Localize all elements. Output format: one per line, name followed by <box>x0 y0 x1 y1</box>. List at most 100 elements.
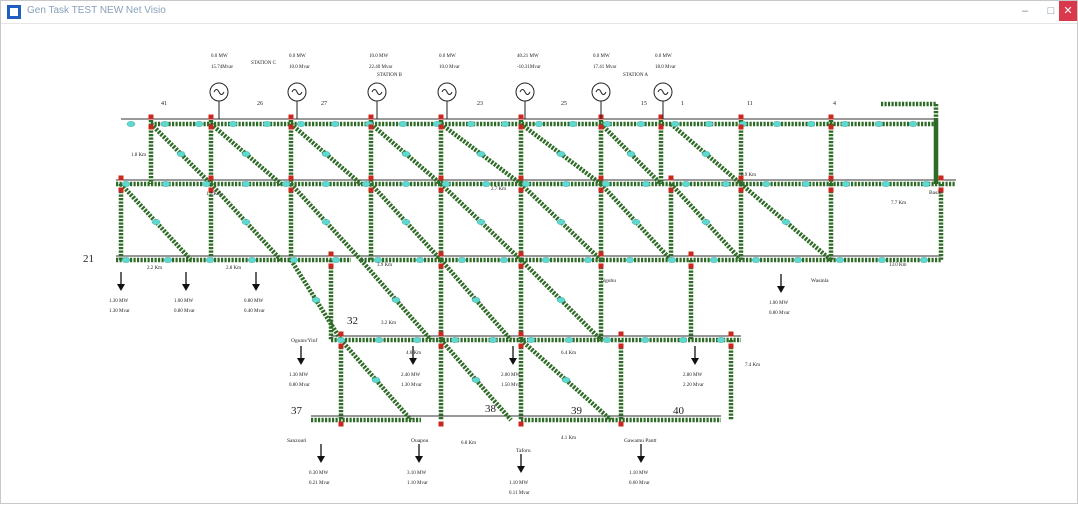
line-node-marker <box>806 121 816 127</box>
close-button[interactable]: ✕ <box>1059 1 1077 21</box>
line-node-marker <box>391 297 401 303</box>
load-q-label: 0.80 Mvar <box>174 309 195 314</box>
line-length-label: 4.1 Km <box>561 436 576 441</box>
line-node-marker <box>793 257 803 263</box>
breaker-marker <box>828 187 834 193</box>
line-node-marker <box>921 181 931 187</box>
load-arrow-icon <box>517 466 525 473</box>
line-node-marker <box>908 121 918 127</box>
line-node-marker <box>330 121 340 127</box>
breaker-marker <box>738 175 744 181</box>
line-length-label: 2.8 Km <box>226 266 241 271</box>
generator-p-label: 0.0 MW <box>211 54 228 59</box>
breaker-marker <box>438 124 444 130</box>
line-node-marker <box>583 257 593 263</box>
generator-q-label: 15.74Mvar <box>211 65 233 70</box>
line-node-marker <box>476 151 486 157</box>
breaker-marker <box>368 175 374 181</box>
line-node-marker <box>441 181 451 187</box>
generator-sine-icon <box>291 89 303 95</box>
bus-name-label: Wasinla <box>811 278 829 284</box>
bus-number-label: 32 <box>347 315 358 327</box>
line-node-marker <box>636 121 646 127</box>
generator-p-label: 0.0 MW <box>593 54 610 59</box>
breaker-marker <box>328 251 334 257</box>
breaker-marker <box>438 343 444 349</box>
line-node-marker <box>626 151 636 157</box>
breaker-marker <box>208 124 214 130</box>
title-bar[interactable]: Gen Task TEST NEW Net Visio – □ ✕ <box>1 1 1077 24</box>
minimize-button[interactable]: – <box>1021 5 1029 17</box>
line-node-marker <box>835 257 845 263</box>
line-node-marker <box>471 377 481 383</box>
maximize-button[interactable]: □ <box>1047 5 1055 17</box>
line-length-label: 7.7 Km <box>891 201 906 206</box>
bus-number-label: 38 <box>485 403 497 415</box>
line-node-marker <box>877 257 887 263</box>
load-arrow-icon <box>297 358 305 365</box>
load-arrow-icon <box>409 358 417 365</box>
line-node-marker <box>321 219 331 225</box>
line-node-marker <box>126 121 136 127</box>
line-node-marker <box>801 181 811 187</box>
generator-sine-icon <box>519 89 531 95</box>
breaker-marker <box>518 187 524 193</box>
line-node-marker <box>499 257 509 263</box>
breaker-marker <box>518 421 524 427</box>
bus-name-label: Taforu <box>516 447 531 454</box>
line-node-marker <box>704 121 714 127</box>
line-node-marker <box>881 181 891 187</box>
line-length-label: 6.8 Km <box>461 441 476 446</box>
network-diagram: 0.0 MW 15.74Mvar 0.0 MW 10.0 Mvar 10.0 MW 22.… <box>83 54 956 496</box>
generator-p-label: 10.0 MW <box>369 54 388 59</box>
breaker-marker <box>598 124 604 130</box>
line-node-marker <box>701 219 711 225</box>
breaker-marker <box>438 421 444 427</box>
load-q-label: 0.11 Mvar <box>509 491 530 496</box>
line-node-marker <box>194 121 204 127</box>
line-node-marker <box>521 181 531 187</box>
line-node-marker <box>602 337 612 343</box>
bus-number-label: 26 <box>257 101 263 107</box>
line-node-marker <box>751 257 761 263</box>
load-arrow-icon <box>182 284 190 291</box>
line-node-marker <box>161 181 171 187</box>
line-node-marker <box>281 181 291 187</box>
feeder-diagonal <box>209 182 283 262</box>
line-length-label: 1.2 Km <box>206 192 221 197</box>
line-node-marker <box>556 151 566 157</box>
line-node-marker <box>534 121 544 127</box>
breaker-marker <box>688 251 694 257</box>
line-node-marker <box>564 337 574 343</box>
generator-q-label: 10.0 Mvar <box>439 65 460 70</box>
bus-number-label: 11 <box>747 101 753 107</box>
breaker-marker <box>658 124 664 130</box>
feeder-diagonal <box>519 182 603 262</box>
breaker-marker <box>438 263 444 269</box>
breaker-marker <box>518 331 524 337</box>
breaker-marker <box>288 114 294 120</box>
line-node-marker <box>678 337 688 343</box>
line-node-marker <box>709 257 719 263</box>
breaker-marker <box>658 114 664 120</box>
generator-q-label: 22.40 Mvar <box>369 65 393 70</box>
line-node-marker <box>471 297 481 303</box>
load-p-label: 0.30 MW <box>309 471 328 476</box>
breaker-marker <box>618 331 624 337</box>
generator-q-label: 17.41 Mvar <box>593 65 617 70</box>
breaker-marker <box>688 263 694 269</box>
line-length-label: 2.7 Km <box>491 187 506 192</box>
line-node-marker <box>457 257 467 263</box>
breaker-marker <box>598 251 604 257</box>
line-node-marker <box>556 297 566 303</box>
line-node-marker <box>601 181 611 187</box>
line-node-marker <box>631 219 641 225</box>
network-diagram-canvas[interactable]: 0.0 MW 15.74Mvar 0.0 MW 10.0 Mvar 10.0 MW 22.… <box>1 24 1077 503</box>
generator-sine-icon <box>441 89 453 95</box>
line-node-marker <box>541 257 551 263</box>
line-node-marker <box>289 257 299 263</box>
station-label: STATION C <box>251 61 277 66</box>
breaker-marker <box>338 331 344 337</box>
line-node-marker <box>321 151 331 157</box>
line-node-marker <box>336 337 346 343</box>
